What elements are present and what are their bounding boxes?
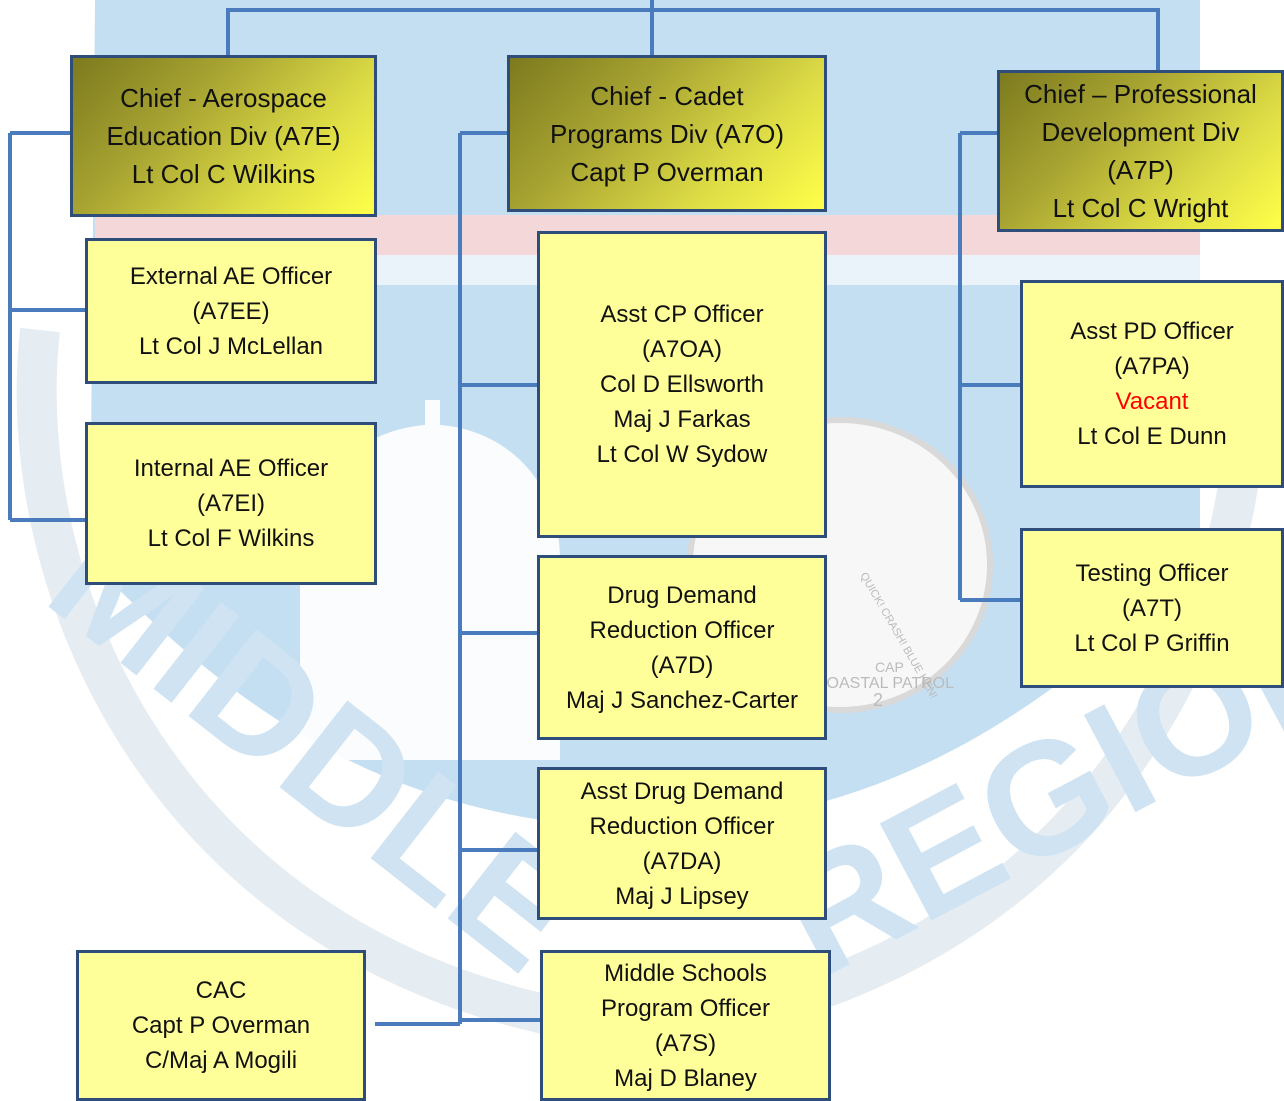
box-line: Asst CP Officer [600,301,764,328]
box-line: Lt Col E Dunn [1077,423,1227,450]
box-line: (A7PA) [1114,353,1190,380]
box-line: Chief - Cadet [590,80,744,111]
box-line: Asst PD Officer [1070,318,1234,345]
box-line: Programs Div (A7O) [549,118,785,149]
box-line: (A7DA) [642,847,722,875]
box-line: Education Div (A7E) [106,121,341,151]
box-line: (A7S) [654,1029,717,1057]
external-ae-officer-box: External AE Officer (A7EE) Lt Col J McLe… [85,238,377,384]
chief-aerospace-education-box: Chief - Aerospace Education Div (A7E) Lt… [70,55,377,217]
box-line: Drug Demand [607,581,757,609]
chief-professional-development-box: Chief – Professional Development Div (A7… [997,70,1284,232]
box-line: Chief - Aerospace [120,83,327,113]
box-line: Lt Col C Wilkins [131,159,316,189]
box-line: Maj J Sanchez-Carter [565,686,799,714]
box-line: C/Maj A Mogili [144,1047,298,1074]
box-line: Lt Col P Griffin [1074,629,1230,657]
internal-ae-officer-box: Internal AE Officer (A7EI) Lt Col F Wilk… [85,422,377,585]
box-line: Lt Col J McLellan [138,332,324,360]
asst-pd-officer-box: Asst PD Officer (A7PA) Vacant Lt Col E D… [1020,280,1284,488]
box-line: Capt P Overman [131,1012,311,1039]
box-line: Program Officer [601,994,770,1022]
box-line: Reduction Officer [589,616,775,644]
box-line: (A7EI) [196,490,265,517]
box-line: (A7EE) [192,297,270,325]
box-line: Maj D Blaney [614,1064,757,1092]
box-line: Maj J Farkas [613,406,751,433]
box-line: Lt Col C Wright [1052,193,1229,223]
box-line: Lt Col F Wilkins [147,525,315,552]
box-line: CAC [195,977,247,1004]
box-line: Lt Col W Sydow [596,441,768,468]
box-line: Chief – Professional [1024,79,1257,109]
box-line: Asst Drug Demand [580,777,784,805]
testing-officer-box: Testing Officer (A7T) Lt Col P Griffin [1020,528,1284,688]
emblem-text-cap: CAP [875,659,904,675]
box-line: Internal AE Officer [133,455,329,482]
box-line: External AE Officer [129,262,333,290]
asst-drug-demand-reduction-officer-box: Asst Drug Demand Reduction Officer (A7DA… [537,767,827,920]
emblem-text-number: 2 [873,690,883,710]
box-line: Testing Officer [1075,559,1229,587]
box-line: (A7P) [1107,155,1174,185]
drug-demand-reduction-officer-box: Drug Demand Reduction Officer (A7D) Maj … [537,555,827,740]
emblem-text-coastal: COASTAL PATROL [815,675,954,692]
box-line: Capt P Overman [570,156,764,187]
box-line: Development Div [1041,117,1240,147]
asst-cp-officer-box: Asst CP Officer (A7OA) Col D Ellsworth M… [537,231,827,538]
box-line: Reduction Officer [589,812,775,840]
box-line: Middle Schools [604,959,767,987]
cac-box: CAC Capt P Overman C/Maj A Mogili [76,950,366,1101]
vacant-label: Vacant [1115,388,1189,415]
chief-cadet-programs-box: Chief - Cadet Programs Div (A7O) Capt P … [507,55,827,212]
middle-schools-program-officer-box: Middle Schools Program Officer (A7S) Maj… [540,950,831,1101]
box-line: (A7D) [650,651,714,679]
box-line: (A7T) [1122,594,1182,622]
box-line: (A7OA) [641,336,722,363]
box-line: Maj J Lipsey [615,882,749,910]
box-line: Col D Ellsworth [599,371,765,398]
